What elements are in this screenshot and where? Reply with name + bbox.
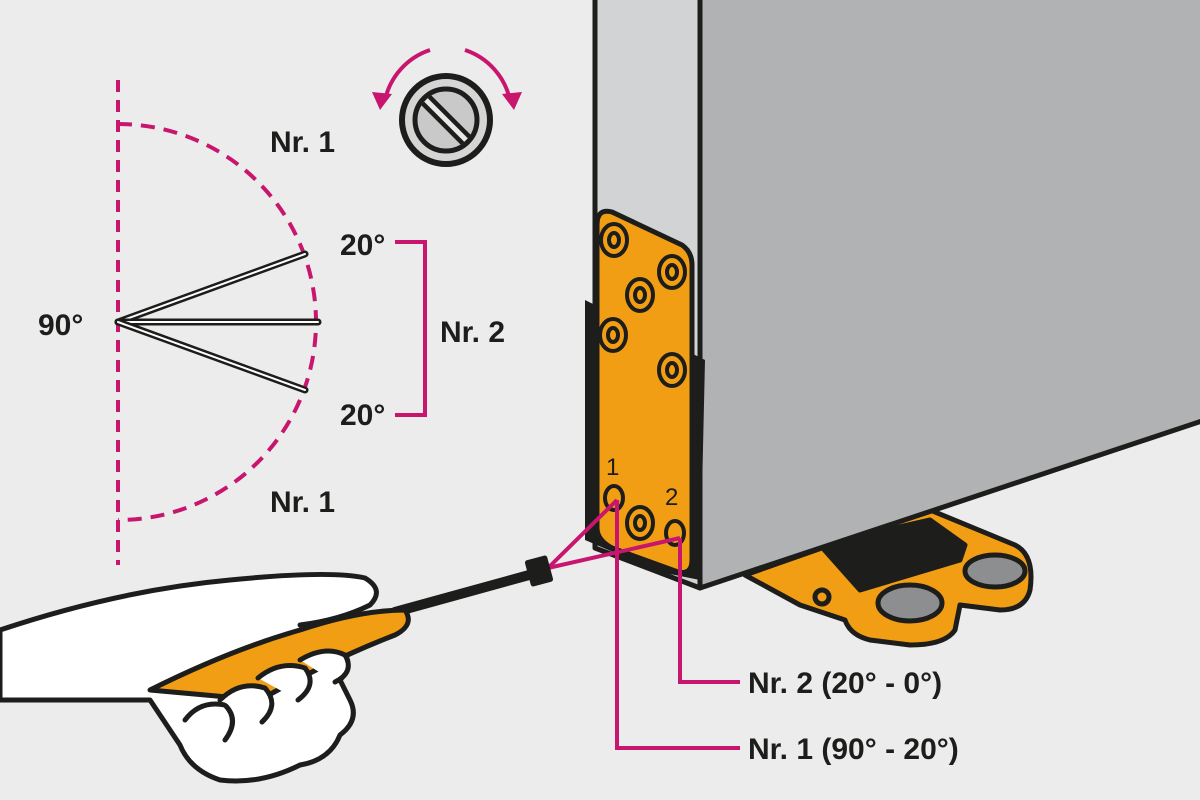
door-face bbox=[697, 0, 1200, 591]
plate-screws bbox=[598, 222, 687, 547]
zone-nr2-label: Nr. 2 bbox=[440, 316, 505, 349]
callout-lines bbox=[546, 498, 740, 750]
callout-nr2: Nr. 2 (20° - 0°) bbox=[748, 667, 942, 700]
angle-20-upper-label: 20° bbox=[340, 229, 385, 262]
door-position-lines bbox=[114, 250, 322, 394]
screw-number-2: 2 bbox=[665, 484, 678, 511]
hand-with-screwdriver bbox=[0, 555, 554, 784]
zone-nr1-lower-label: Nr. 1 bbox=[270, 486, 335, 519]
angle-diagram: 90° 20° 20° Nr. 1 Nr. 2 Nr. 1 bbox=[38, 80, 505, 565]
angle-90-label: 90° bbox=[38, 309, 83, 342]
zone-nr1-upper-label: Nr. 1 bbox=[270, 126, 335, 159]
nr2-bracket bbox=[395, 240, 427, 417]
callout-nr1: Nr. 1 (90° - 20°) bbox=[748, 733, 959, 766]
screwdriver-shaft bbox=[390, 567, 545, 617]
screw-number-1: 1 bbox=[606, 454, 619, 481]
angle-20-lower-label: 20° bbox=[340, 399, 385, 432]
rotate-screw-icon bbox=[372, 48, 522, 167]
hinge-plate: 1 2 bbox=[585, 208, 705, 580]
